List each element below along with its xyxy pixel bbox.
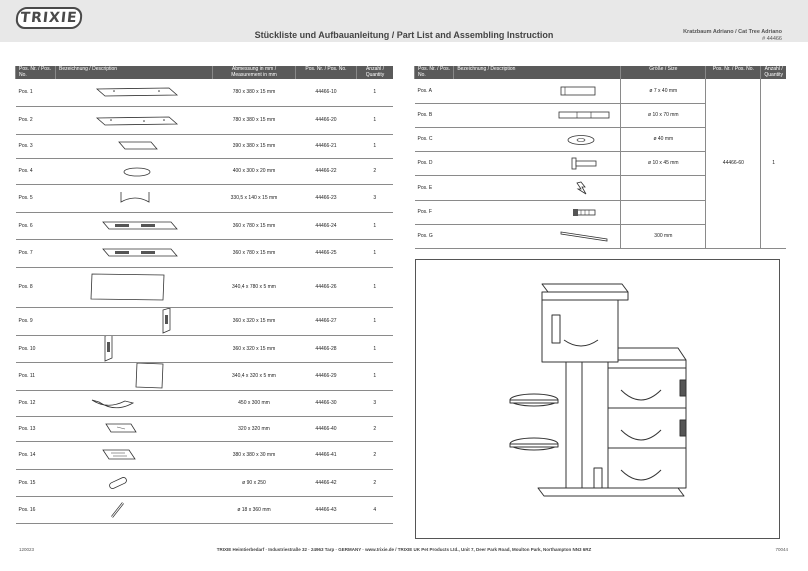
part-drawing bbox=[55, 239, 213, 268]
part-drawing bbox=[453, 103, 621, 128]
header-bar bbox=[0, 0, 808, 42]
col-quantity: Anzahl / Quantity bbox=[356, 66, 393, 79]
panels-parts-table: Pos. Nr. / Pos. No. Bezeichnung / Descri… bbox=[15, 66, 393, 524]
table-row: Pos. 8 340,4 x 780 x 5 mm 44466-26 1 bbox=[15, 267, 393, 308]
table-row: Pos. C ø 40 mm bbox=[414, 127, 787, 152]
hardware-posno: 44466-60 bbox=[705, 79, 761, 249]
part-drawing bbox=[55, 441, 213, 470]
assembled-cat-tree-illustration bbox=[415, 259, 780, 539]
part-drawing bbox=[55, 134, 213, 159]
col-pos: Pos. Nr. / Pos. No. bbox=[15, 66, 56, 79]
col-posno: Pos. Nr. / Pos. No. bbox=[705, 66, 761, 79]
part-drawing bbox=[453, 175, 621, 201]
part-drawing bbox=[55, 79, 213, 107]
part-drawing bbox=[55, 362, 213, 391]
table-row: Pos. E bbox=[414, 175, 787, 201]
part-drawing bbox=[55, 416, 213, 442]
table-row: Pos. A ø 7 x 40 mm 44466-60 1 bbox=[414, 79, 786, 249]
part-drawing bbox=[55, 184, 213, 213]
table-row: Pos. 2 780 x 380 x 15 mm 44466-20 1 bbox=[15, 106, 393, 135]
footer-code: 120023 bbox=[19, 547, 35, 552]
part-drawing bbox=[55, 267, 213, 308]
trixie-logo: TRIXIE bbox=[14, 7, 84, 29]
product-name: Kratzbaum Adriano / Cat Tree Adriano bbox=[683, 29, 782, 35]
hardware-table-header: Pos. Nr. / Pos. No. Bezeichnung / Descri… bbox=[413, 66, 786, 79]
footer-address: TRIXIE Heimtierbedarf · Industriestraße … bbox=[216, 547, 592, 552]
table-row: Pos. 7 360 x 780 x 15 mm 44466-25 1 bbox=[15, 239, 393, 268]
col-quantity: Anzahl / Quantity bbox=[760, 66, 786, 79]
part-drawing bbox=[55, 469, 213, 497]
product-info: Kratzbaum Adriano / Cat Tree Adriano # 4… bbox=[683, 29, 782, 43]
col-pos: Pos. Nr. / Pos. No. bbox=[413, 66, 454, 79]
part-drawing bbox=[55, 335, 213, 363]
table-row: Pos. 5 330,5 x 140 x 15 mm 44466-23 3 bbox=[15, 184, 393, 213]
part-drawing bbox=[55, 106, 213, 135]
table-row: Pos. 6 360 x 780 x 15 mm 44466-24 1 bbox=[15, 212, 393, 240]
table-row: Pos. F bbox=[414, 200, 787, 225]
article-number: # 44466 bbox=[762, 36, 782, 42]
table-row: Pos. 16 ø 18 x 360 mm 44466-43 4 bbox=[15, 496, 393, 524]
table-row: Pos. 9 360 x 320 x 15 mm 44466-27 1 bbox=[15, 307, 393, 336]
table-row: Pos. 1 780 x 380 x 15 mm 44466-10 1 bbox=[15, 79, 393, 107]
table-row: Pos. 10 360 x 320 x 15 mm 44466-28 1 bbox=[15, 335, 393, 363]
table-row: Pos. 13 320 x 320 mm 44466-40 2 bbox=[15, 416, 393, 442]
table-row: Pos. 14 380 x 380 x 30 mm 44466-41 2 bbox=[15, 441, 393, 470]
table-row: Pos. D ø 10 x 45 mm bbox=[414, 151, 787, 176]
col-posno: Pos. Nr. / Pos. No. bbox=[295, 66, 357, 79]
col-size: Größe / Size bbox=[620, 66, 706, 79]
part-drawing bbox=[453, 200, 621, 225]
hardware-quantity: 1 bbox=[760, 79, 786, 249]
table-row: Pos. G 300 mm bbox=[414, 224, 787, 249]
hardware-parts-table: Pos. Nr. / Pos. No. Bezeichnung / Descri… bbox=[413, 66, 787, 249]
part-drawing bbox=[453, 151, 621, 176]
part-drawing bbox=[55, 307, 213, 336]
table-row: Pos. 3 390 x 380 x 15 mm 44466-21 1 bbox=[15, 134, 393, 159]
col-description: Bezeichnung / Description bbox=[453, 66, 621, 79]
table-row: Pos. 15 ø 90 x 250 44466-42 2 bbox=[15, 469, 393, 497]
part-drawing bbox=[55, 496, 213, 524]
part-drawing bbox=[453, 79, 621, 104]
part-drawing bbox=[55, 390, 213, 417]
table-row: Pos. 11 340,4 x 320 x 5 mm 44466-29 1 bbox=[15, 362, 393, 391]
col-description: Bezeichnung / Description bbox=[55, 66, 213, 79]
col-measurement: Abmessung in mm / Measurement in mm bbox=[212, 66, 296, 79]
footer-page-number: 70044 bbox=[775, 547, 788, 552]
table-row: Pos. B ø 10 x 70 mm bbox=[414, 103, 787, 128]
table-row: Pos. 4 400 x 300 x 20 mm 44466-22 2 bbox=[15, 158, 393, 185]
part-drawing bbox=[55, 212, 213, 240]
table-row: Pos. 12 450 x 300 mm 44466-30 3 bbox=[15, 390, 393, 417]
document-title: Stückliste und Aufbauanleitung / Part Li… bbox=[254, 30, 554, 40]
part-drawing bbox=[55, 158, 213, 185]
part-drawing bbox=[453, 224, 621, 249]
panels-table-header: Pos. Nr. / Pos. No. Bezeichnung / Descri… bbox=[15, 66, 393, 79]
part-drawing bbox=[453, 127, 621, 152]
